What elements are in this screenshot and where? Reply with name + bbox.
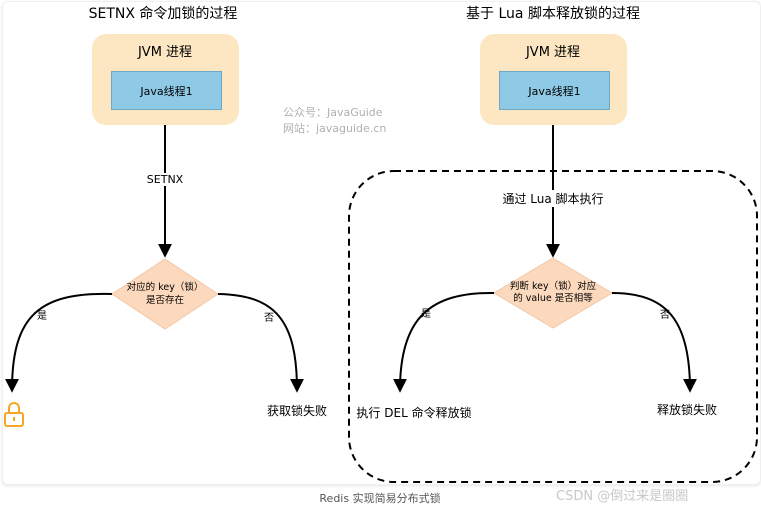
left-jvm-label: JVM 进程 <box>137 45 193 60</box>
right-title: 基于 Lua 脚本释放锁的过程 <box>466 6 640 22</box>
right-decision-line1: 判断 key（锁）对应 <box>509 281 597 292</box>
right-yes-arrow <box>393 291 495 393</box>
watermark-line2: 网站：javaguide.cn <box>283 122 387 135</box>
lock-icon <box>4 402 24 427</box>
watermark-line1: 公众号：JavaGuide <box>283 106 383 119</box>
left-decision-line2: 是否存在 <box>145 295 185 306</box>
left-no-arrow <box>217 293 304 393</box>
left-title: SETNX 命令加锁的过程 <box>88 6 238 22</box>
right-jvm-label: JVM 进程 <box>525 45 581 60</box>
left-decision-diamond <box>111 258 219 330</box>
left-java-thread: Java线程1 <box>111 71 222 110</box>
left-yes-arrow <box>5 292 113 393</box>
left-yes-label: 是 <box>37 311 47 322</box>
figure-caption: Redis 实现简易分布式锁 <box>319 492 441 505</box>
left-edge-label: SETNX <box>144 173 186 186</box>
right-decision-line2: 的 value 是否相等 <box>513 293 593 304</box>
right-no-label: 否 <box>660 310 670 321</box>
right-edge-label: 通过 Lua 脚本执行 <box>500 190 606 207</box>
right-java-thread: Java线程1 <box>499 71 610 110</box>
csdn-watermark: CSDN @倒过来是圈圈 <box>556 489 689 504</box>
right-decision-diamond <box>493 257 613 329</box>
right-no-result: 释放锁失败 <box>656 403 718 417</box>
right-yes-label: 是 <box>421 309 431 320</box>
left-decision-line1: 对应的 key（锁） <box>126 282 204 293</box>
right-no-arrow <box>611 292 697 393</box>
right-yes-result: 执行 DEL 命令释放锁 <box>356 406 472 420</box>
left-no-result: 获取锁失败 <box>266 404 328 418</box>
left-no-label: 否 <box>264 313 274 324</box>
